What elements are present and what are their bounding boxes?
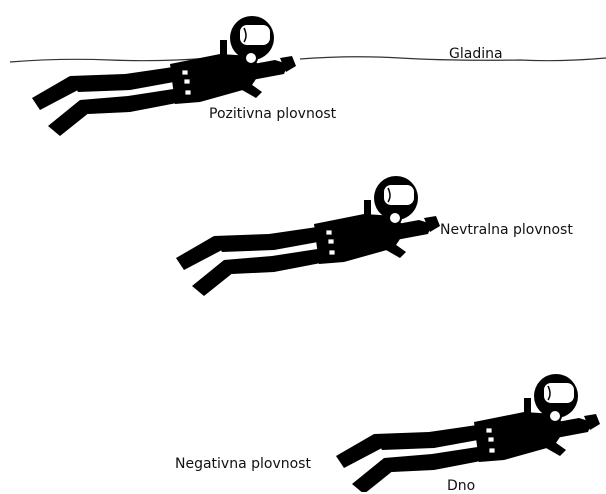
neutral-buoyancy-label: Nevtralna plovnost [440,223,573,237]
bottom-label: Dno [447,479,475,493]
surface-label: Gladina [449,47,503,61]
water-surface-line [10,57,606,62]
positive-buoyancy-label: Pozitivna plovnost [209,107,336,121]
diver-neutral-buoyancy [176,176,440,296]
negative-buoyancy-label: Negativna plovnost [175,457,311,471]
diver-negative-buoyancy [336,374,600,492]
